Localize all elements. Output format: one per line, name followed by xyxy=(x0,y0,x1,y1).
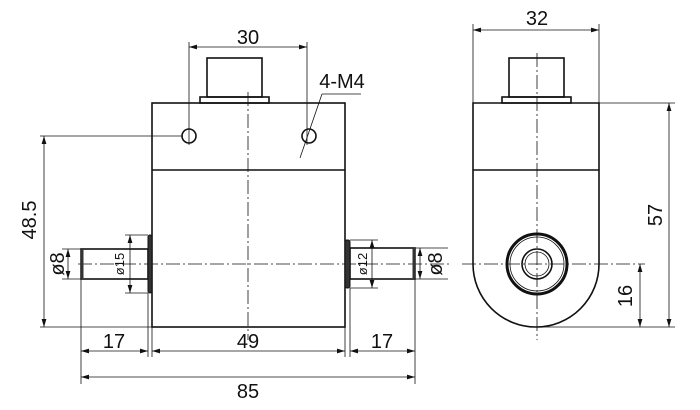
connector-flange xyxy=(501,96,572,104)
body xyxy=(151,102,346,328)
dim-height: 57 xyxy=(645,204,667,226)
connector xyxy=(508,57,565,98)
dim-width: 32 xyxy=(526,8,548,30)
dim-left-shaft-dia: ø8 xyxy=(47,252,69,275)
dim-body-len: 49 xyxy=(237,331,259,353)
connector-flange xyxy=(199,96,270,104)
side-view: 32 57 16 xyxy=(462,8,675,340)
front-view: 30 4-M4 48.5 ø8 ø15 ø12 ø8 xyxy=(19,27,450,403)
dim-right-collar-dia: ø12 xyxy=(355,253,370,275)
dim-hole-spacing: 30 xyxy=(237,27,259,49)
dim-right-shaft-dia: ø8 xyxy=(425,252,447,275)
dim-left-collar-dia: ø15 xyxy=(112,253,127,275)
dim-right-shaft-len: 17 xyxy=(371,331,393,353)
dim-left-shaft-len: 17 xyxy=(103,331,125,353)
left-collar xyxy=(147,234,153,294)
thread-note: 4-M4 xyxy=(319,71,365,93)
connector xyxy=(206,57,263,98)
thread-leader xyxy=(299,93,323,159)
dim-height-to-holes: 48.5 xyxy=(19,201,41,240)
dim-total-len: 85 xyxy=(237,381,259,403)
mounting-hole xyxy=(301,128,317,144)
dim-axis-height: 16 xyxy=(615,285,637,307)
right-collar xyxy=(344,239,351,289)
